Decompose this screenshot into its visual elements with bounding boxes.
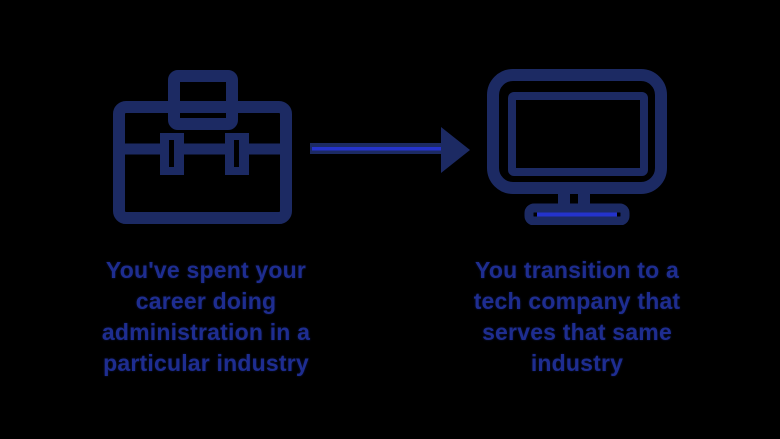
- caption-line: serves that same: [482, 319, 672, 345]
- caption-line: administration in a: [101, 319, 311, 345]
- left-caption: You've spent your career doing administr…: [56, 255, 356, 379]
- caption-line: You've spent your: [105, 257, 307, 283]
- briefcase-icon-svg: [113, 70, 292, 224]
- caption-line: tech company that: [473, 288, 681, 314]
- caption-line: industry: [530, 350, 624, 376]
- arrow-right-icon-svg: [310, 127, 470, 173]
- briefcase-icon: [113, 69, 293, 225]
- right-caption: You transition to a tech company that se…: [427, 255, 727, 379]
- caption-line: You transition to a: [475, 257, 679, 283]
- computer-monitor-icon: [487, 69, 667, 225]
- caption-line: career doing: [135, 288, 277, 314]
- caption-line: particular industry: [103, 350, 309, 376]
- arrow-right-icon: [310, 125, 470, 175]
- computer-monitor-icon-svg: [487, 69, 667, 225]
